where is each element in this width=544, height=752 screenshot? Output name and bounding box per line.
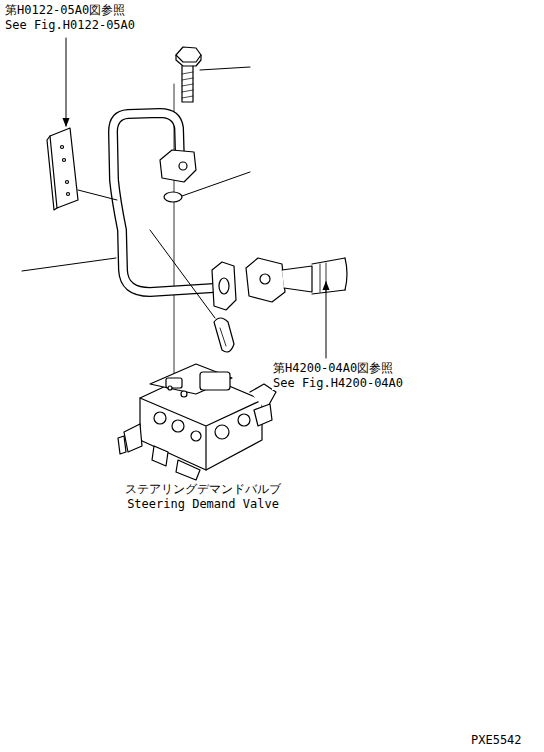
part-name: Steering Demand Valve <box>126 497 280 511</box>
hose <box>246 258 347 302</box>
reference-note: See Fig.H4200-04A0 <box>272 376 404 390</box>
flange-bolt <box>176 47 201 102</box>
part-name: ステアリングデマンドバルブ <box>124 482 282 496</box>
bracket-plate <box>47 128 78 210</box>
clip <box>214 318 234 352</box>
drawing-number: PXE5542 <box>470 733 523 747</box>
reference-note: See Fig.H0122-05A0 <box>4 18 136 32</box>
reference-note: 第H4200-04A0図参照 <box>272 361 394 375</box>
steering-pipe <box>113 113 214 292</box>
o-ring <box>164 192 182 202</box>
reference-note: 第H0122-05A0図参照 <box>4 3 126 17</box>
steering-demand-valve <box>118 364 276 480</box>
